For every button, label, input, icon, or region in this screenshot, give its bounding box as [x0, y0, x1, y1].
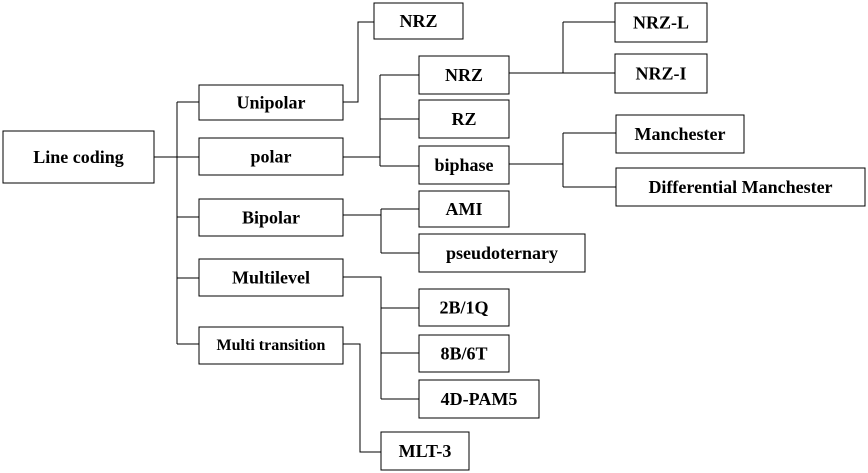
- node-box: [198, 198, 344, 237]
- node-box: [418, 99, 510, 139]
- node-label-mlt-3: MLT-3: [399, 441, 452, 461]
- node-box: [418, 288, 510, 327]
- node-manchester: Manchester: [615, 114, 745, 154]
- connector-biphase-variants: [509, 132, 616, 188]
- node-4d-pam5: 4D-PAM5: [418, 379, 540, 419]
- node-box: [380, 431, 470, 471]
- node-box: [418, 55, 510, 95]
- node-box: [614, 2, 708, 43]
- node-ami: AMI: [418, 190, 510, 228]
- node-box: [198, 137, 344, 176]
- connector-lines: [154, 21, 616, 453]
- connector-nrz-variants: [509, 21, 615, 74]
- node-multilevel: Multilevel: [198, 258, 344, 297]
- node-label-2b1q: 2B/1Q: [439, 298, 488, 318]
- node-label-bipolar: Bipolar: [242, 208, 300, 228]
- node-box: [418, 190, 510, 228]
- node-label-4d-pam5: 4D-PAM5: [441, 389, 518, 409]
- node-box: [418, 334, 510, 373]
- node-2b1q: 2B/1Q: [418, 288, 510, 327]
- node-label-differential-manchester: Differential Manchester: [648, 177, 832, 197]
- node-unipolar-nrz: NRZ: [373, 2, 464, 40]
- node-box: [614, 53, 708, 94]
- connector-polar-children: [343, 74, 419, 167]
- node-differential-manchester: Differential Manchester: [615, 167, 866, 207]
- node-biphase: biphase: [418, 145, 510, 185]
- node-label-nrz-l: NRZ-L: [633, 13, 689, 33]
- node-nrz-l: NRZ-L: [614, 2, 708, 43]
- node-box: [418, 233, 586, 273]
- node-8b6t: 8B/6T: [418, 334, 510, 373]
- node-label-pseudoternary: pseudoternary: [446, 243, 558, 263]
- node-box: [615, 114, 745, 154]
- node-box: [198, 258, 344, 297]
- node-label-ami: AMI: [446, 199, 483, 219]
- node-label-rz: RZ: [451, 109, 476, 129]
- node-nrz-i: NRZ-I: [614, 53, 708, 94]
- node-label-polar-nrz: NRZ: [445, 65, 483, 85]
- node-label-nrz-i: NRZ-I: [635, 64, 686, 84]
- node-label-8b6t: 8B/6T: [440, 344, 487, 364]
- node-box: [418, 145, 510, 185]
- node-label-unipolar: Unipolar: [236, 93, 305, 113]
- node-multi-transition: Multi transition: [198, 326, 344, 365]
- node-polar-nrz: NRZ: [418, 55, 510, 95]
- connector-root-trunk: [154, 101, 199, 345]
- node-bipolar: Bipolar: [198, 198, 344, 237]
- node-label-manchester: Manchester: [635, 124, 726, 144]
- node-label-biphase: biphase: [434, 155, 493, 175]
- node-label-multilevel: Multilevel: [232, 268, 310, 288]
- node-box: [198, 326, 344, 365]
- node-label-line-coding: Line coding: [33, 147, 124, 167]
- node-box: [2, 130, 155, 184]
- node-pseudoternary: pseudoternary: [418, 233, 586, 273]
- node-box: [198, 84, 344, 121]
- node-line-coding: Line coding: [2, 130, 155, 184]
- connector-bipolar-children: [343, 208, 419, 254]
- node-label-multi-transition: Multi transition: [217, 337, 326, 354]
- node-rz: RZ: [418, 99, 510, 139]
- node-mlt-3: MLT-3: [380, 431, 470, 471]
- connector-unipolar-nrz: [343, 21, 374, 103]
- node-polar: polar: [198, 137, 344, 176]
- node-box: [418, 379, 540, 419]
- connector-multilevel-children: [343, 276, 419, 400]
- node-box: [373, 2, 464, 40]
- connector-multitransition-mlt3: [343, 343, 381, 453]
- node-box: [615, 167, 866, 207]
- node-unipolar: Unipolar: [198, 84, 344, 121]
- node-label-unipolar-nrz: NRZ: [399, 11, 437, 31]
- node-label-polar: polar: [250, 147, 291, 167]
